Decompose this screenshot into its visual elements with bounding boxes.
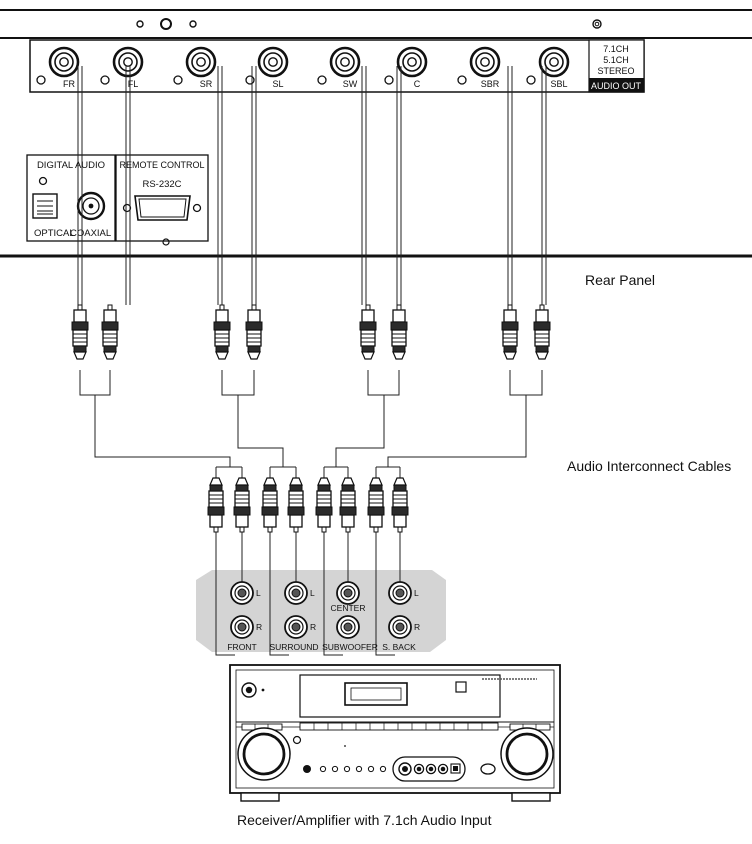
rs232-port-icon	[122, 195, 202, 246]
input-label-sback-l: L	[414, 588, 419, 598]
cable-plugs-bottom	[208, 478, 408, 532]
cables-callout: Audio Interconnect Cables	[567, 458, 732, 474]
input-label-front-r: R	[256, 622, 262, 632]
jack-sbl: SBL	[526, 46, 570, 89]
rear-panel-callout: Rear Panel	[585, 272, 656, 288]
input-jack-front-l	[230, 581, 254, 605]
jack-label-sbr: SBR	[481, 79, 500, 89]
optical-label: OPTICAL	[34, 228, 75, 239]
input-jack-front-r	[230, 615, 254, 639]
interconnect-cables	[77, 66, 547, 478]
jack-label-fr: FR	[63, 79, 75, 89]
mode-line-71: 7.1CH	[603, 44, 629, 54]
input-label-sback-r: R	[414, 622, 420, 632]
audio-out-jacks: FR FL SR SL SW C SBR SBL	[36, 46, 570, 89]
jack-label-c: C	[414, 79, 421, 89]
volume-knob-left	[237, 727, 291, 781]
jack-fl: FL	[100, 46, 144, 89]
receiver-callout: Receiver/Amplifier with 7.1ch Audio Inpu…	[237, 812, 492, 828]
jack-sbr: SBR	[457, 46, 501, 89]
input-label-center: CENTER	[331, 603, 366, 613]
input-label-subwoofer: SUBWOOFER	[322, 642, 378, 652]
jack-fr: FR	[36, 46, 80, 89]
jack-label-sr: SR	[200, 79, 213, 89]
input-jack-surround-r	[284, 615, 308, 639]
digital-audio-label: DIGITAL AUDIO	[37, 160, 105, 171]
jack-label-sw: SW	[343, 79, 358, 89]
jack-label-sbl: SBL	[550, 79, 567, 89]
coaxial-jack-icon	[76, 191, 106, 221]
coaxial-label: COAXIAL	[70, 228, 111, 239]
input-jack-center	[336, 581, 360, 605]
input-jack-sback-l	[388, 581, 412, 605]
cable-plugs-top	[71, 304, 551, 360]
audio-out-label: AUDIO OUT	[591, 81, 642, 91]
jack-label-sl: SL	[272, 79, 283, 89]
jack-sr: SR	[173, 46, 217, 89]
rear-panel: FR FL SR SL SW C SBR SBL 7.1CH 5.1CH STEREO AUD…	[0, 9, 752, 258]
receiver-amplifier-illustration	[229, 664, 561, 802]
jack-sw: SW	[317, 46, 361, 89]
receiver-input-panel	[196, 530, 446, 656]
jack-label-fl: FL	[128, 79, 139, 89]
input-jack-surround-l	[284, 581, 308, 605]
input-label-surround-r: R	[310, 622, 316, 632]
remote-control-box: REMOTE CONTROL RS-232C	[115, 154, 209, 246]
remote-control-label: REMOTE CONTROL	[119, 160, 204, 170]
input-label-surround: SURROUND	[269, 642, 318, 652]
input-jack-sback-r	[388, 615, 412, 639]
digital-audio-box: DIGITAL AUDIO OPTICAL COAXIAL	[26, 154, 116, 242]
input-label-sback: S. BACK	[382, 642, 416, 652]
jack-c: C	[384, 46, 428, 89]
input-label-front: FRONT	[227, 642, 256, 652]
input-label-front-l: L	[256, 588, 261, 598]
input-jack-subwoofer	[336, 615, 360, 639]
mode-line-51: 5.1CH	[603, 55, 629, 65]
jack-sl: SL	[245, 46, 289, 89]
input-label-surround-l: L	[310, 588, 315, 598]
rs232-label: RS-232C	[142, 179, 181, 190]
volume-knob-right	[500, 727, 554, 781]
mode-line-stereo: STEREO	[597, 66, 634, 76]
